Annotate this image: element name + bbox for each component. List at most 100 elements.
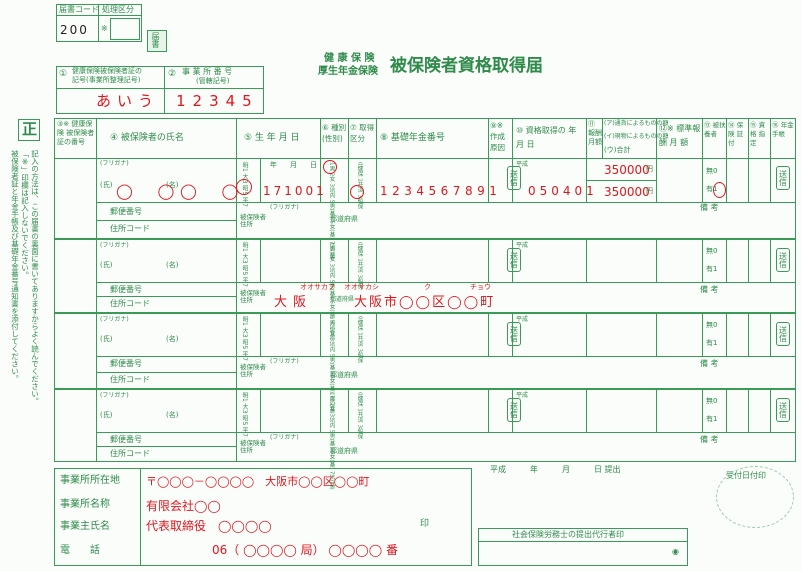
furigana-label-2: (フリガナ) bbox=[100, 242, 129, 249]
senshin-tag-7: 送信 bbox=[507, 398, 521, 422]
insured-address-label-3: 被保険者住所 bbox=[240, 363, 266, 378]
shi-label-3: (氏) bbox=[100, 335, 113, 343]
address-prefecture[interactable]: 大阪 bbox=[274, 295, 313, 310]
type-choices-4: 1男 2女 3坑内 5男(基) 6女(基) 7坑(基) bbox=[328, 392, 335, 490]
kubun-box[interactable] bbox=[110, 18, 140, 40]
postal-label-2: 郵便番号 bbox=[110, 285, 142, 294]
era-choices-4: 明1 大3 昭5 平7 bbox=[241, 392, 248, 437]
agent-label: 社会保険労務士の提出代行者印 bbox=[512, 530, 624, 539]
insured-address-label-2: 被保険者住所 bbox=[240, 289, 266, 304]
todofuken-4: 都道府県 bbox=[330, 447, 358, 455]
mei-label: (名) bbox=[166, 181, 179, 189]
furigana-label: (フリガナ) bbox=[100, 160, 129, 167]
col-header-11a: ⑪ 報酬月額 bbox=[588, 120, 602, 146]
fuyo-nashi-3: 無0 bbox=[706, 321, 718, 329]
mei-label-4: (名) bbox=[166, 411, 179, 419]
type-choices: 1男 2女 3坑内 5男(基) 6女(基) 7坑(基) bbox=[328, 162, 335, 260]
col-header-6: ⑥ 種別 (性別) bbox=[322, 123, 347, 143]
birth-day-label: 日 bbox=[310, 161, 317, 169]
office-label2-l1: 事 業 所 番 号 bbox=[182, 67, 233, 76]
todofuken-2: 都道府県 bbox=[330, 296, 355, 303]
person1-birthdate[interactable]: 171001 bbox=[263, 184, 327, 198]
main-table bbox=[54, 118, 796, 462]
person1-pension-number[interactable]: 1234567891 bbox=[380, 184, 502, 198]
title-line2: 厚生年金保険 bbox=[318, 66, 378, 77]
address-furigana-pref[interactable]: オオサカフ bbox=[300, 283, 335, 291]
mei-label-2: (名) bbox=[166, 261, 179, 269]
col-header-16: ⑯ 年金手帳 bbox=[772, 121, 794, 138]
address-furigana-cho[interactable]: チョウ bbox=[470, 283, 491, 291]
col-header-10: ⑩ 資格取得の 年 月 日 bbox=[516, 126, 577, 149]
address-city[interactable]: 大阪市◯◯区◯◯町 bbox=[354, 295, 496, 310]
senshin-tag-3: 送信 bbox=[507, 248, 521, 272]
person1-given-name[interactable]: ◯ ◯ bbox=[180, 182, 249, 200]
office-label2-l2: (管轄記号) bbox=[196, 77, 230, 85]
address-furigana-3: (フリガナ) bbox=[270, 358, 299, 365]
acquire-era-label-2: 平成 bbox=[516, 242, 529, 249]
senshin-tag-2: 送信 bbox=[776, 166, 790, 190]
acquire-era-label: 平成 bbox=[516, 161, 529, 168]
yen-label-2: 円 bbox=[646, 187, 653, 195]
employer-seal: 印 bbox=[420, 519, 430, 529]
employer-address[interactable]: 〒◯◯◯－◯◯◯◯ 大阪市◯◯区◯◯町 bbox=[146, 475, 370, 488]
office-kigo[interactable]: あいう bbox=[96, 92, 160, 110]
col-header-13: ⑬ 被扶養者 bbox=[704, 121, 726, 138]
shutoku-choices-2: 0健保 1共済 3船保 bbox=[356, 242, 363, 289]
fuyo-nashi-4: 無0 bbox=[706, 397, 718, 405]
biko-1: 備 考 bbox=[700, 203, 719, 212]
col-header-11c: (イ)現物によるものの額 bbox=[604, 133, 669, 140]
shutoku-choices-3: 0健保 1共済 3船保 bbox=[356, 316, 363, 363]
employer-owner[interactable]: 代表取締役 ◯◯◯◯ bbox=[146, 519, 272, 533]
person1-amount-total[interactable]: 350000 bbox=[604, 185, 650, 199]
era-selected-circle bbox=[236, 179, 252, 195]
code-value[interactable]: 200 bbox=[60, 23, 89, 37]
address-furigana-ku[interactable]: ク bbox=[424, 283, 431, 291]
senshin-tag-1: 送信 bbox=[507, 166, 521, 190]
col-header-14: ⑭ 保険 証付 bbox=[728, 121, 744, 147]
code-label: 届書コード bbox=[59, 5, 99, 14]
fuyo-nashi-1: 無0 bbox=[706, 167, 718, 175]
col-header-3: ③※ 健康保険 被保険者 証の番号 bbox=[57, 120, 95, 146]
address-code-label-1: 住所コード bbox=[110, 224, 150, 233]
biko-2: 備 考 bbox=[700, 285, 719, 294]
sei-mark: 正 bbox=[22, 120, 38, 138]
person1-amount-money[interactable]: 350000 bbox=[604, 163, 650, 177]
person1-surname[interactable]: ◯ ◯ bbox=[116, 182, 185, 200]
col-header-11b: (ア)通貨によるものの額 bbox=[604, 120, 669, 127]
fuyo-ari-2: 有1 bbox=[706, 265, 718, 273]
shi-label-4: (氏) bbox=[100, 411, 113, 419]
code-box bbox=[56, 4, 142, 42]
fuyo-ari-1: 有1 bbox=[706, 185, 718, 193]
yen-label-1: 円 bbox=[646, 165, 653, 173]
col-header-15: ⑮ 資格 指定 bbox=[750, 121, 766, 147]
type-selected-circle bbox=[323, 160, 337, 174]
acquire-era-label-4: 平成 bbox=[516, 392, 529, 399]
side-note-2: 「※」印欄は記入しないでください。 bbox=[20, 150, 30, 279]
type-choices-3: 1男 2女 3坑内 5男(基) 6女(基) 7坑(基) bbox=[328, 316, 335, 414]
address-code-label-3: 住所コード bbox=[110, 375, 150, 384]
senshin-tag-6: 送信 bbox=[776, 322, 790, 346]
col-header-12: ⑫※ 標準報酬 月 額 bbox=[659, 124, 701, 147]
office-label1-l2: 記号(事業所整理記号) bbox=[72, 76, 141, 84]
senshin-tag-8: 送信 bbox=[776, 398, 790, 422]
insured-address-label-4: 被保険者住所 bbox=[240, 439, 266, 454]
office-number[interactable]: 12345 bbox=[176, 92, 259, 110]
birth-year-label: 年 bbox=[270, 161, 277, 169]
form-title: 被保険者資格取得届 bbox=[390, 56, 543, 76]
employer-box bbox=[54, 468, 472, 566]
kubun-label: 処理区分 bbox=[102, 5, 134, 14]
address-furigana-city[interactable]: オオサカシ bbox=[344, 283, 379, 291]
title-line1: 健 康 保 険 bbox=[324, 53, 375, 64]
senshin-tag-5: 送信 bbox=[507, 322, 521, 346]
biko-3: 備 考 bbox=[700, 359, 719, 368]
fuyo-selected-circle bbox=[713, 182, 726, 198]
received-stamp-circle bbox=[716, 466, 794, 528]
employer-name[interactable]: 有限会社◯◯ bbox=[146, 499, 221, 513]
employer-tel[interactable]: 06（ ◯◯◯◯ 局） ◯◯◯◯ 番 bbox=[212, 543, 398, 557]
furigana-label-3: (フリガナ) bbox=[100, 316, 129, 323]
person1-acquire-date[interactable]: 050401 bbox=[528, 184, 598, 198]
address-furigana-4: (フリガナ) bbox=[270, 434, 299, 441]
col-header-11d: (ウ)合計 bbox=[604, 146, 631, 154]
postal-label-1: 郵便番号 bbox=[110, 207, 142, 216]
